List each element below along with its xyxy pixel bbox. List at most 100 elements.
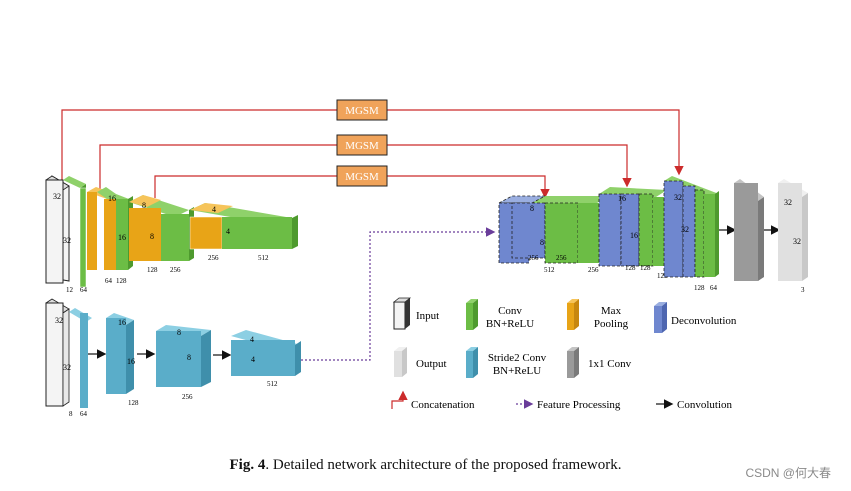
- legend-1x1-label: 1x1 Conv: [588, 358, 632, 370]
- figure-label: Fig. 4: [229, 457, 266, 473]
- mgsm-box-2: MGSM: [336, 134, 388, 156]
- svg-text:8: 8: [177, 328, 181, 337]
- legend-maxpool-label-1: Max: [601, 305, 622, 317]
- legend-feature-label: Feature Processing: [537, 399, 621, 411]
- svg-text:256: 256: [182, 393, 193, 401]
- figure-caption: Fig. 4. Detailed network architecture of…: [0, 457, 851, 474]
- svg-text:256: 256: [170, 266, 181, 274]
- svg-text:8: 8: [150, 232, 154, 241]
- svg-text:4: 4: [226, 227, 230, 236]
- figure-caption-text: . Detailed network architecture of the p…: [265, 457, 622, 473]
- svg-text:16: 16: [108, 194, 116, 203]
- skip-line-1b: [387, 109, 684, 176]
- legend-input-label: Input: [416, 310, 439, 322]
- legend-input-swatch: [392, 297, 412, 330]
- svg-text:64: 64: [710, 284, 718, 292]
- legend-convolution-label: Convolution: [677, 399, 733, 411]
- decoder: 8 8 256 512 256 256 16 16 128 128 128 32: [498, 176, 808, 294]
- watermark: CSDN @何大春: [745, 466, 831, 480]
- svg-text:32: 32: [681, 225, 689, 234]
- legend-conv-swatch: [466, 299, 478, 330]
- skip-connections: [61, 109, 684, 199]
- svg-text:16: 16: [118, 318, 126, 327]
- mgsm-label-2: MGSM: [345, 140, 379, 152]
- svg-text:4: 4: [212, 205, 216, 214]
- legend-concat-icon: [391, 390, 408, 409]
- svg-text:256: 256: [528, 254, 539, 262]
- decoder-block2: [598, 187, 671, 267]
- mgsm-box-1: MGSM: [336, 99, 388, 121]
- legend-concat-label: Concatenation: [411, 399, 475, 411]
- decoder-1x1-conv-block: [734, 179, 764, 281]
- svg-text:32: 32: [793, 237, 801, 246]
- svg-text:12: 12: [66, 286, 74, 294]
- legend-stride2-label-2: BN+ReLU: [493, 365, 541, 377]
- mgsm-label-3: MGSM: [345, 171, 379, 183]
- svg-text:64: 64: [105, 277, 113, 285]
- legend-stride2-swatch: [466, 347, 478, 378]
- top-encoder: 32 32 12 64 16 16 64 128: [45, 175, 298, 294]
- legend-1x1-swatch: [567, 347, 579, 378]
- top-input-block: [45, 175, 70, 284]
- svg-text:16: 16: [127, 357, 135, 366]
- svg-text:32: 32: [63, 363, 71, 372]
- svg-text:32: 32: [63, 236, 71, 245]
- svg-text:8: 8: [530, 204, 534, 213]
- top-input-conv: [63, 176, 87, 288]
- svg-text:16: 16: [118, 233, 126, 242]
- skip-line-2b: [387, 144, 632, 188]
- svg-text:128: 128: [116, 277, 127, 285]
- svg-text:32: 32: [55, 316, 63, 325]
- skip-line-1a: [61, 109, 337, 180]
- svg-text:128: 128: [640, 264, 651, 272]
- svg-text:256: 256: [556, 254, 567, 262]
- svg-text:4: 4: [251, 355, 255, 364]
- svg-text:256: 256: [588, 266, 599, 274]
- svg-text:8: 8: [187, 353, 191, 362]
- bottom-input-block: [45, 298, 70, 407]
- svg-text:128: 128: [128, 399, 139, 407]
- svg-text:128: 128: [694, 284, 705, 292]
- legend-output-label: Output: [416, 358, 447, 370]
- svg-text:64: 64: [80, 286, 88, 294]
- svg-text:128: 128: [147, 266, 158, 274]
- svg-text:32: 32: [674, 193, 682, 202]
- top-stage3-block: [189, 203, 298, 250]
- legend-output-swatch: [394, 347, 407, 377]
- decoder-block1: [498, 192, 616, 264]
- feature-processing-path: [301, 227, 496, 361]
- svg-text:128: 128: [625, 264, 636, 272]
- mgsm-label-1: MGSM: [345, 105, 379, 117]
- bottom-stage1-block: [106, 313, 134, 394]
- skip-line-3b: [387, 175, 550, 199]
- svg-text:8: 8: [69, 410, 73, 418]
- decoder-block3: [663, 176, 719, 278]
- svg-text:256: 256: [208, 254, 219, 262]
- svg-text:8: 8: [540, 238, 544, 247]
- legend-conv-label-2: BN+ReLU: [486, 318, 534, 330]
- bottom-stage3-block: [231, 330, 301, 376]
- svg-text:8: 8: [142, 201, 146, 210]
- svg-text:64: 64: [80, 410, 88, 418]
- svg-text:512: 512: [258, 254, 269, 262]
- top-stage2-block: [129, 195, 194, 261]
- bottom-encoder: 32 32 8 64 16 16 128 8 8 256: [45, 298, 301, 418]
- mgsm-box-3: MGSM: [336, 165, 388, 187]
- svg-text:4: 4: [250, 335, 254, 344]
- legend: Input Conv BN+ReLU Max Pooling Deconvolu…: [391, 297, 737, 411]
- legend-deconv-label: Deconvolution: [671, 315, 737, 327]
- legend-deconv-swatch: [654, 302, 667, 333]
- skip-line-3a: [154, 175, 337, 198]
- legend-conv-label-1: Conv: [498, 305, 522, 317]
- svg-text:16: 16: [630, 231, 638, 240]
- svg-text:32: 32: [784, 198, 792, 207]
- svg-text:3: 3: [801, 286, 805, 294]
- legend-maxpool-label-2: Pooling: [594, 318, 629, 330]
- svg-text:128: 128: [657, 272, 668, 280]
- svg-text:512: 512: [267, 380, 278, 388]
- legend-stride2-label-1: Stride2 Conv: [488, 352, 547, 364]
- svg-text:16: 16: [618, 194, 626, 203]
- bottom-input-conv: [69, 308, 92, 408]
- decoder-output-block: [778, 179, 808, 281]
